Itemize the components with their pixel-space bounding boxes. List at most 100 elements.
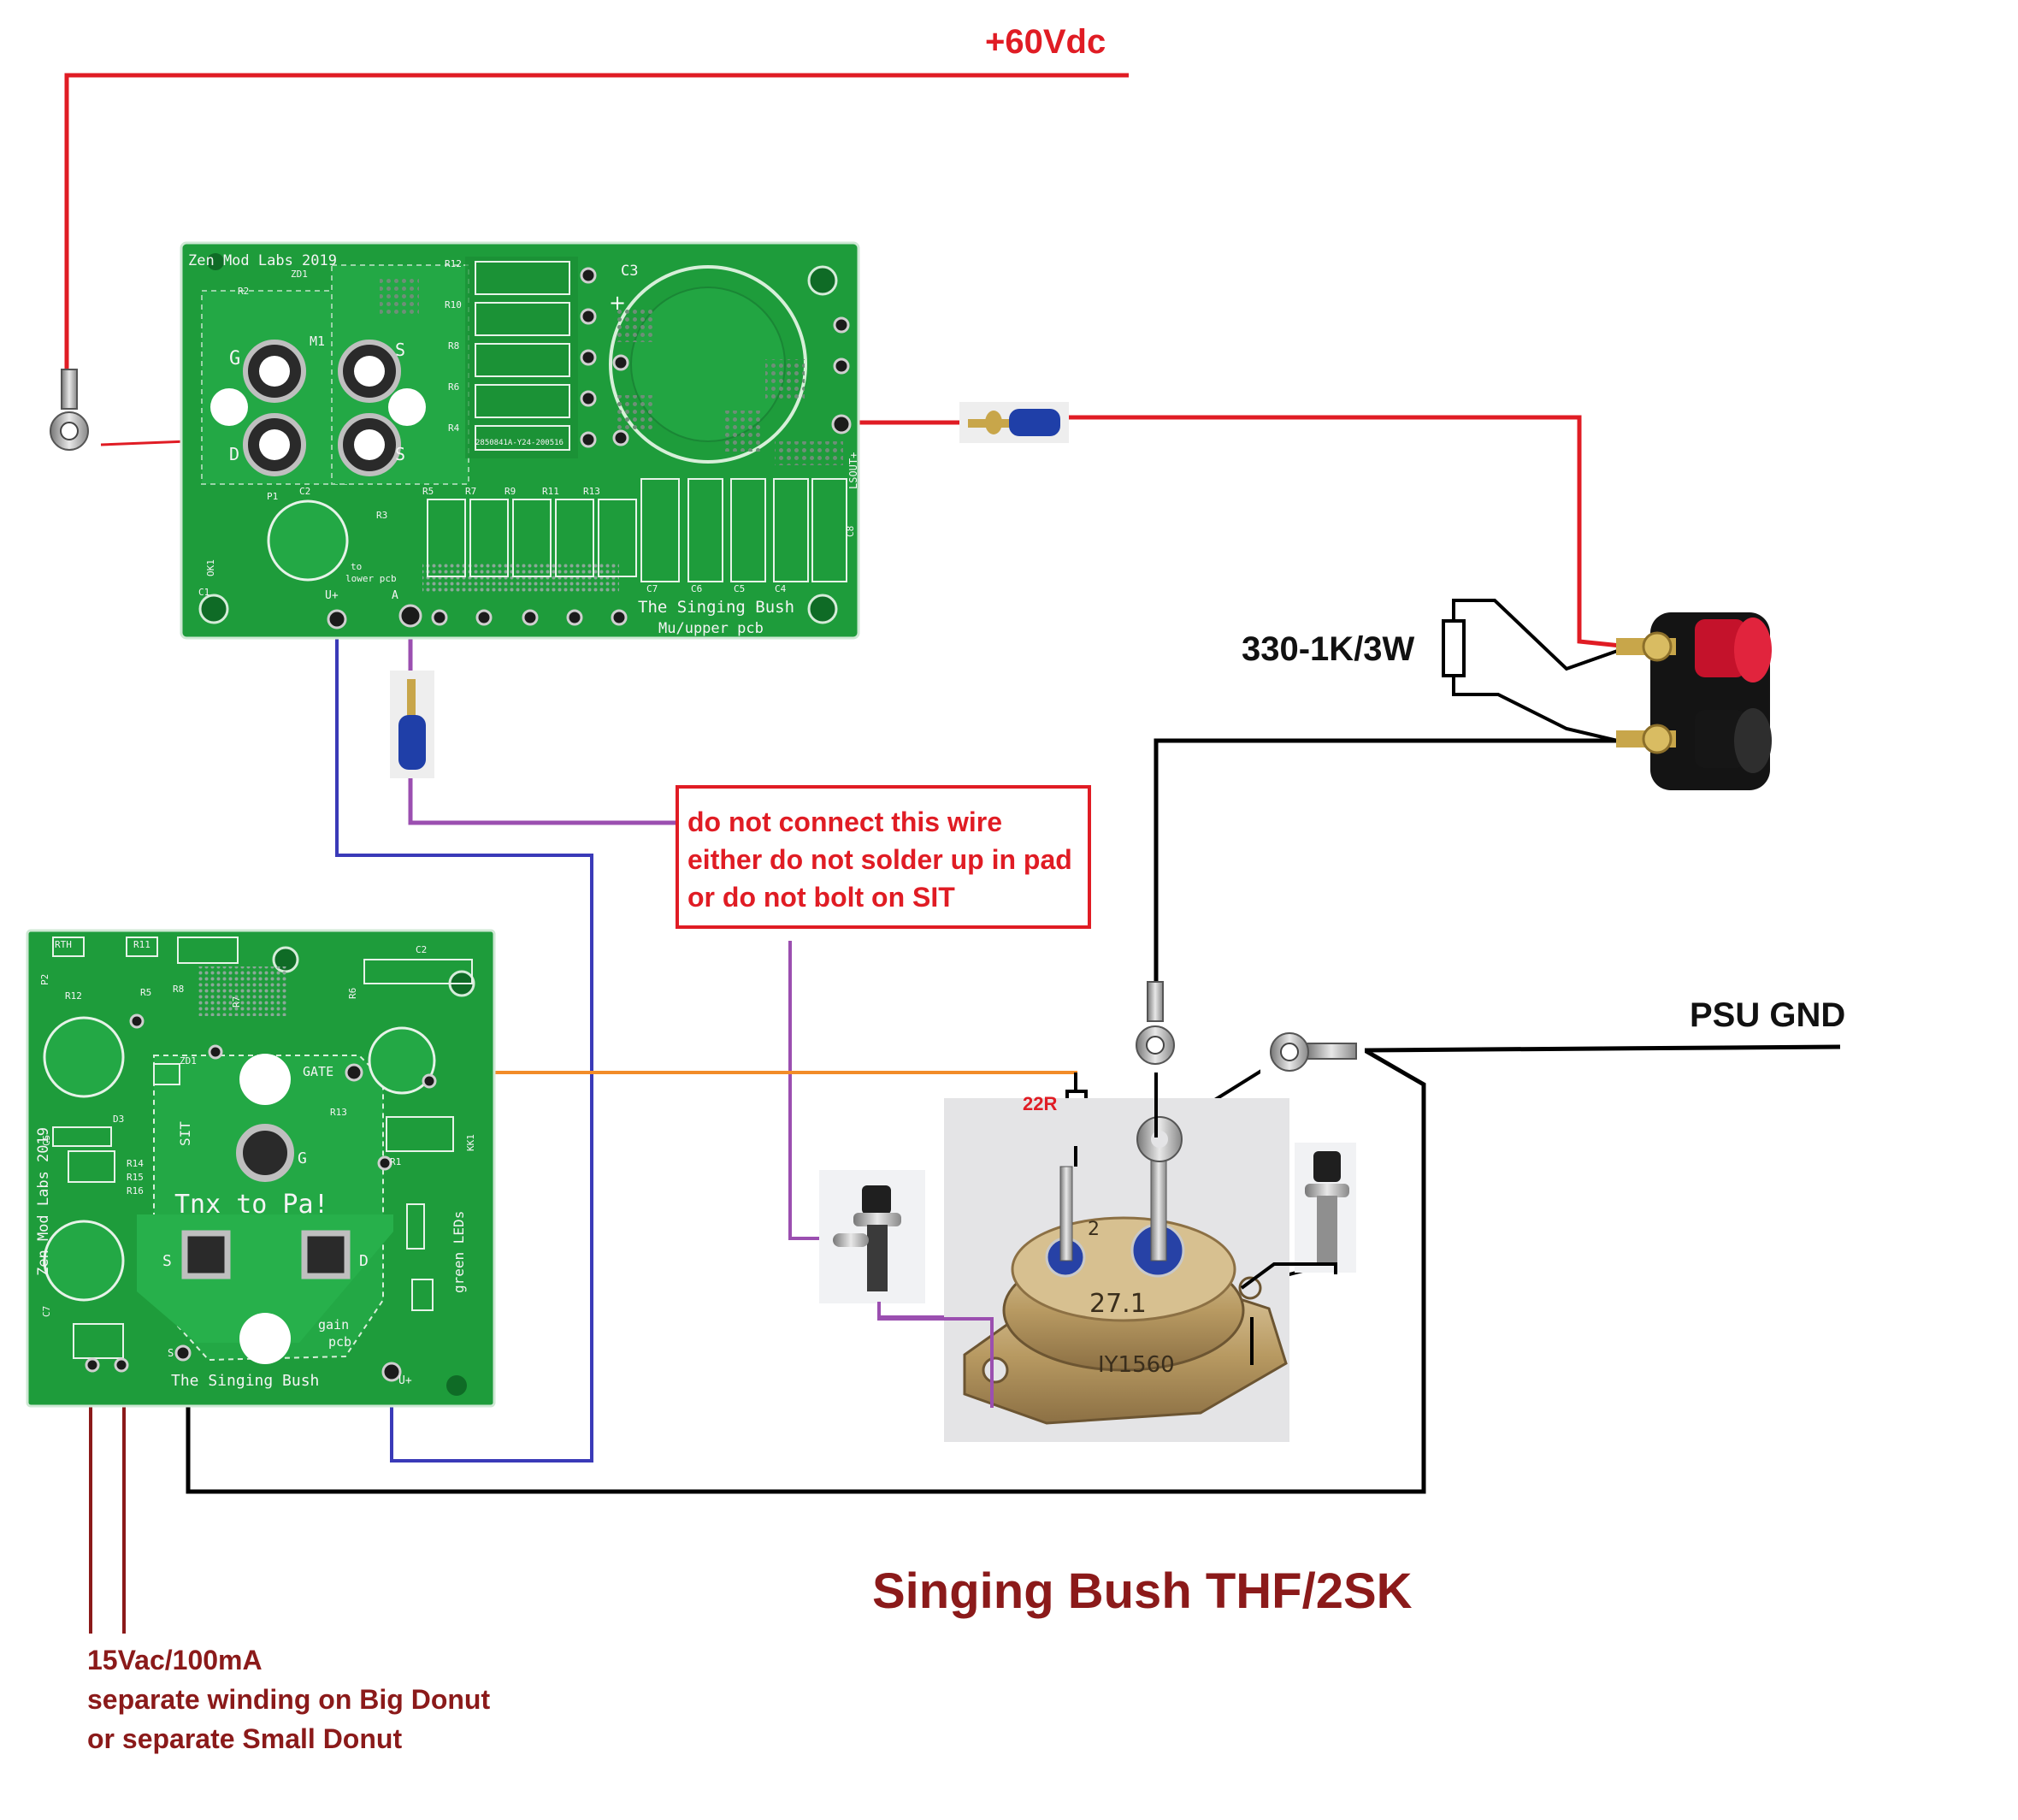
output-wire-b bbox=[1069, 415, 1630, 649]
lower-pads bbox=[85, 1013, 437, 1382]
silk-c2: C2 bbox=[299, 486, 310, 497]
silk-plus: + bbox=[609, 291, 626, 315]
resistor-bank bbox=[427, 261, 847, 582]
bolt-icon bbox=[819, 1170, 925, 1303]
transistor-marking-1: 27.1 bbox=[1089, 1289, 1147, 1319]
purple-overlay bbox=[877, 1302, 994, 1408]
silk-rth: RTH bbox=[55, 939, 72, 950]
silk-kk1: KK1 bbox=[465, 1134, 476, 1151]
lower-pcb-gain: gain bbox=[318, 1317, 349, 1332]
silk-r14: R14 bbox=[127, 1158, 144, 1169]
silk-r8: R8 bbox=[448, 340, 459, 352]
warning-line-2: either do not solder up in pad bbox=[687, 844, 1072, 875]
silk-lower-d: D bbox=[359, 1252, 369, 1270]
silk-lower-zd1: ZD1 bbox=[180, 1055, 197, 1067]
upper-pcb-header: Zen Mod Labs 2019 bbox=[188, 252, 337, 269]
transistor-marking-3: 2 bbox=[1088, 1219, 1100, 1240]
binding-post-icon bbox=[1616, 612, 1772, 790]
silk-r15: R15 bbox=[127, 1172, 144, 1183]
silk-r9: R9 bbox=[504, 486, 516, 497]
silk-lower-r12: R12 bbox=[65, 990, 82, 1002]
spade-connector-icon bbox=[959, 402, 1069, 443]
disconnected-wire bbox=[408, 619, 684, 825]
silk-c7: C7 bbox=[646, 583, 658, 594]
silk-zd1: ZD1 bbox=[291, 269, 308, 280]
resistor-symbol-icon bbox=[1442, 619, 1466, 677]
resistor-lead-top bbox=[1452, 599, 1626, 671]
upper-pcb: Zen Mod Labs 2019 The Singing Bush Mu/up… bbox=[180, 241, 860, 640]
silk-ok1: OK1 bbox=[205, 559, 216, 576]
warning-line-3: or do not bolt on SIT bbox=[687, 882, 955, 913]
silk-r6: R6 bbox=[448, 381, 459, 393]
silk-lower-r8: R8 bbox=[173, 984, 184, 995]
silk-s-pad: S bbox=[168, 1347, 174, 1359]
silk-p1: P1 bbox=[267, 491, 278, 502]
silk-d3: D3 bbox=[113, 1114, 124, 1125]
silk-r3: R3 bbox=[376, 510, 387, 521]
lower-pcb-thanks: Tnx to Pa! bbox=[174, 1190, 329, 1220]
silk-g: G bbox=[229, 348, 240, 369]
silk-s1: S bbox=[395, 340, 405, 360]
upper-pcb-to-lower-2: lower pcb bbox=[345, 573, 397, 584]
bolt-ground-overlay bbox=[1240, 1262, 1337, 1290]
silk-lower-r1: R1 bbox=[390, 1156, 401, 1167]
silk-c8: C8 bbox=[845, 526, 856, 537]
transistor-marking-2: IY1560 bbox=[1098, 1352, 1175, 1378]
resistor-lead-bottom bbox=[1452, 676, 1626, 744]
supply-wire bbox=[64, 73, 1129, 369]
silk-s2: S bbox=[395, 444, 405, 464]
lower-pcb-footer: The Singing Bush bbox=[171, 1372, 319, 1390]
silk-lsout: LSOUT+ bbox=[847, 452, 859, 489]
upper-pcb-to-lower: to bbox=[351, 561, 362, 572]
silk-lower-r6: R6 bbox=[347, 988, 358, 999]
silk-lower-r5: R5 bbox=[140, 987, 151, 998]
silk-sit: SIT bbox=[177, 1121, 193, 1146]
silk-r16: R16 bbox=[127, 1185, 144, 1197]
psu-gnd-wire bbox=[186, 1044, 1841, 1494]
ring-terminal-gnd-icon bbox=[1260, 1026, 1365, 1076]
mosfet-pads bbox=[210, 340, 426, 476]
lower-pcb-leds: green LEDs bbox=[451, 1211, 467, 1293]
disconnected-wire-b bbox=[788, 941, 819, 1240]
lower-components bbox=[52, 937, 473, 1359]
silk-c5: C5 bbox=[734, 583, 745, 594]
spade-connector-a-icon bbox=[390, 671, 434, 778]
psu-gnd-label: PSU GND bbox=[1690, 996, 1845, 1034]
silk-c3: C3 bbox=[621, 263, 638, 280]
silk-lower-c7: C7 bbox=[41, 1306, 52, 1317]
ac-supply-line-1: 15Vac/100mA bbox=[87, 1645, 263, 1675]
ring-terminal-icon bbox=[46, 369, 92, 458]
upper-pcb-footer: The Singing Bush bbox=[638, 598, 794, 617]
silk-r2: R2 bbox=[238, 286, 249, 297]
resistor-value-label: 330-1K/3W bbox=[1242, 630, 1415, 668]
silk-r12: R12 bbox=[445, 258, 462, 269]
silk-r5: R5 bbox=[422, 486, 434, 497]
silk-c6: C6 bbox=[691, 583, 702, 594]
upper-pcb-footer-2: Mu/upper pcb bbox=[658, 620, 764, 637]
silk-r4: R4 bbox=[448, 422, 460, 434]
warning-callout: do not connect this wire either do not s… bbox=[676, 785, 1091, 929]
silk-d: D bbox=[229, 444, 239, 464]
silk-lower-c5: C5 bbox=[41, 1135, 52, 1146]
gate-resistor-label: 22R bbox=[1023, 1093, 1057, 1114]
ring-terminal-drain-icon bbox=[1130, 981, 1180, 1072]
ac-supply-line-2: separate winding on Big Donut bbox=[87, 1684, 490, 1715]
silk-lower-r11: R11 bbox=[133, 939, 150, 950]
silk-c1: C1 bbox=[198, 587, 209, 598]
silk-a: A bbox=[392, 589, 398, 602]
silk-lower-r13: R13 bbox=[330, 1107, 347, 1118]
supply-voltage-label: +60Vdc bbox=[985, 23, 1106, 61]
ac-supply-line-3: or separate Small Donut bbox=[87, 1723, 402, 1754]
silk-lower-c2: C2 bbox=[416, 944, 427, 955]
silk-r13: R13 bbox=[583, 486, 600, 497]
u-plus-wire bbox=[335, 631, 593, 1462]
warning-line-1: do not connect this wire bbox=[687, 807, 1002, 837]
silk-p2: P2 bbox=[39, 974, 50, 985]
lower-pcb: Tnx to Pa! The Singing Bush gain pcb Zen… bbox=[26, 929, 496, 1408]
silk-r11: R11 bbox=[542, 486, 559, 497]
silk-lower-s: S bbox=[162, 1252, 172, 1270]
silk-lower-r7: R7 bbox=[231, 996, 242, 1008]
silk-lower-u: U+ bbox=[398, 1374, 412, 1387]
upper-pads bbox=[327, 267, 852, 629]
upper-pcb-serial: 2850841A-Y24-200516 bbox=[475, 439, 564, 447]
